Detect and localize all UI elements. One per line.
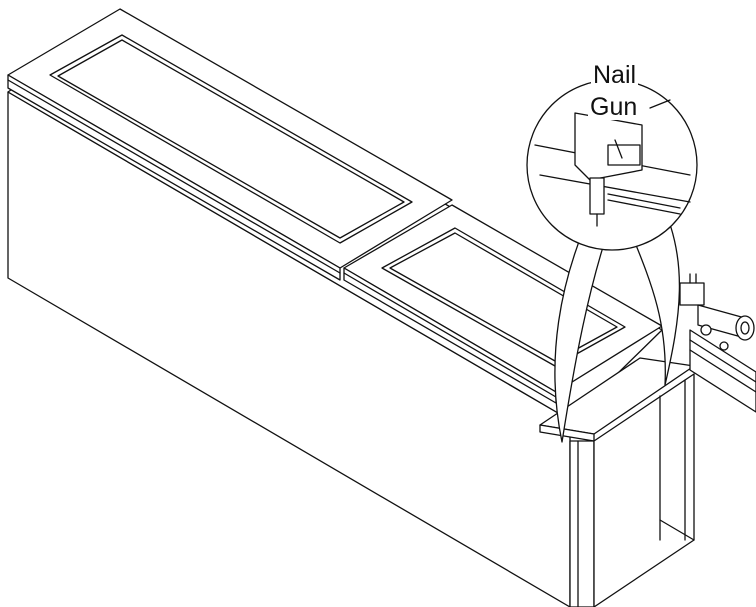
callout-cone-right xyxy=(627,199,681,386)
nail-gun xyxy=(679,273,756,413)
callout-label-line2: Gun xyxy=(588,93,640,121)
callout-cone xyxy=(554,209,611,443)
stand-front-leg xyxy=(569,440,595,607)
end-support-stand xyxy=(539,357,695,607)
door-panel-short xyxy=(343,204,663,404)
nail-gun-air-fitting xyxy=(735,315,755,341)
door-raised-inner-short xyxy=(389,232,618,362)
callout-magnifier xyxy=(526,79,698,251)
door-raised-field-long xyxy=(49,34,413,244)
callout-leader xyxy=(649,99,671,109)
door-panel-long xyxy=(7,8,453,281)
door-raised-inner-long xyxy=(57,39,405,239)
door-raised-field-short xyxy=(381,227,626,367)
callout-label-line1: Nail xyxy=(591,61,639,89)
door-edge-long xyxy=(7,74,341,281)
